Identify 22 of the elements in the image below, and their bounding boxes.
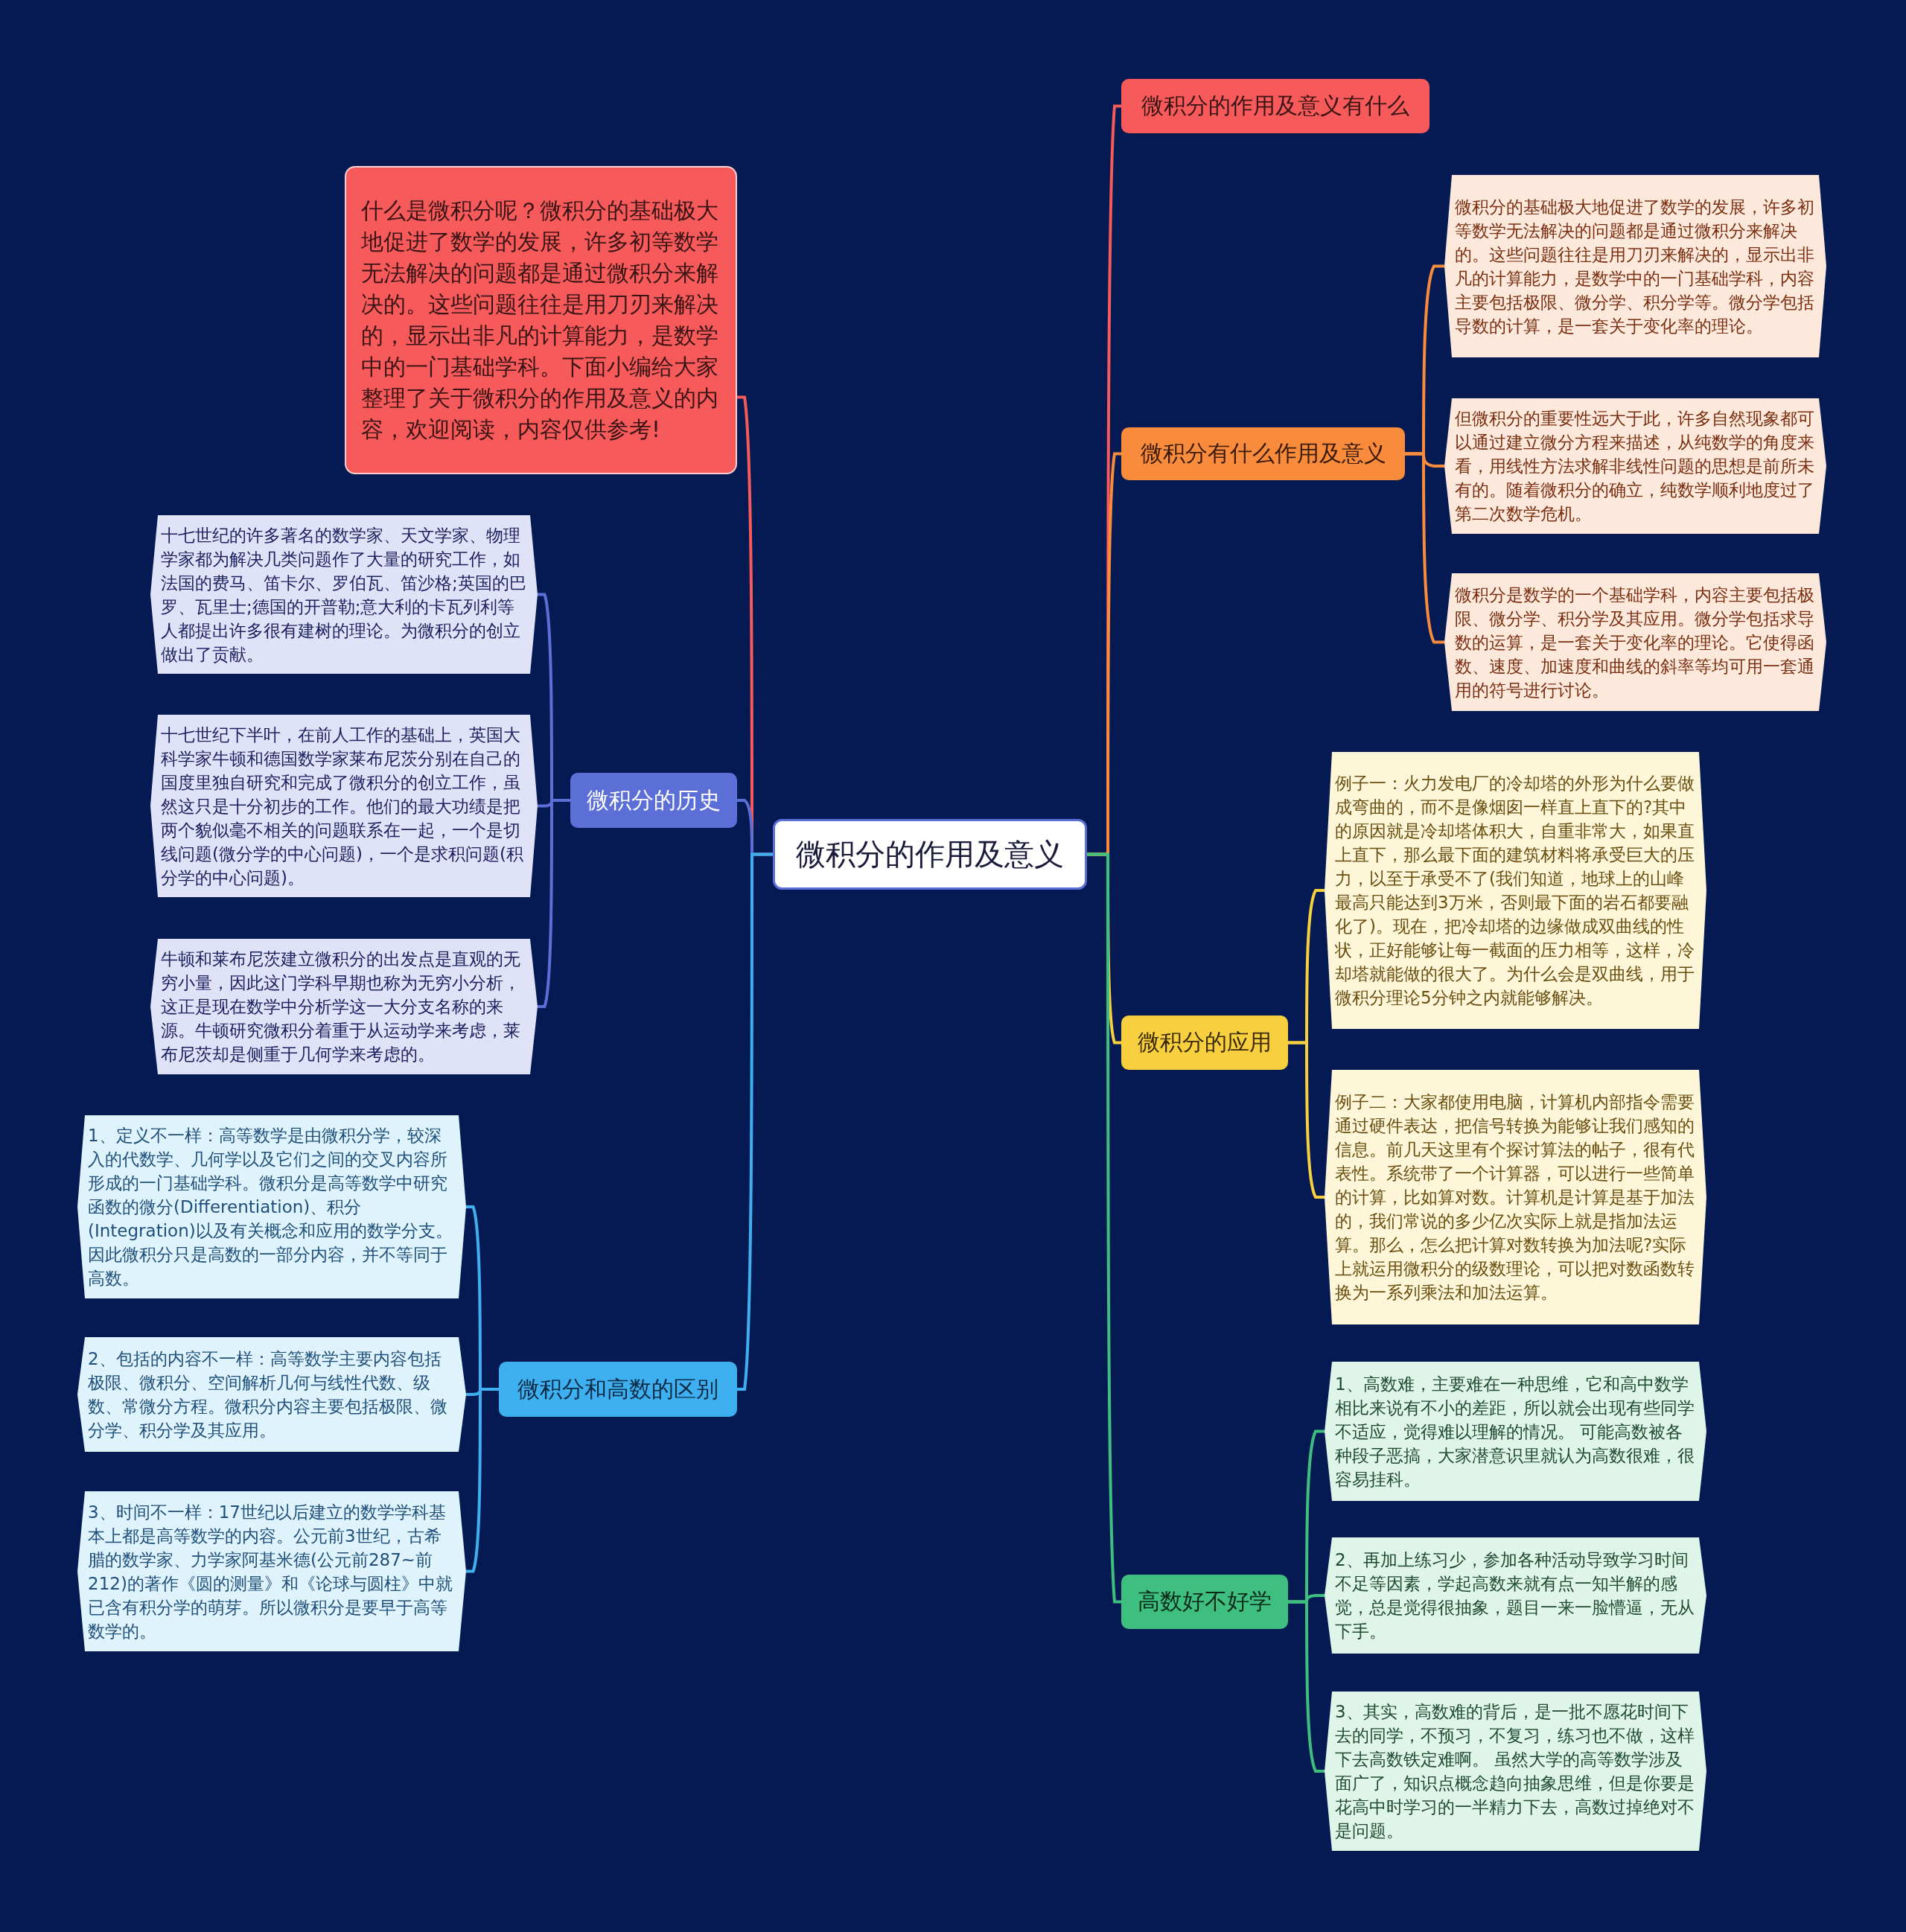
note-box: 十七世纪的许多著名的数学家、天文学家、物理学家都为解决几类问题作了大量的研究工作，如法国的费马、笛卡尔、罗伯瓦、笛沙格;英国的巴罗、瓦里士;德国的开普勒;意大利的卡瓦列利等人都提出许多很有建树的理论。为微积分的创立做出了贡献。 <box>150 515 538 674</box>
note-box: 2、再加上练习少，参加各种活动导致学习时间不足等因素，学起高数来就有点一知半解的感觉，总是觉得很抽象，题目一来一脸懵逼，无从下手。 <box>1325 1537 1706 1654</box>
note-box: 2、包括的内容不一样：高等数学主要内容包括极限、微积分、空间解析几何与线性代数、级数、常微分方程。微积分内容主要包括极限、微分学、积分学及其应用。 <box>77 1337 466 1452</box>
topic-box: 微积分和高数的区别 <box>499 1362 737 1417</box>
topic-box: 微积分的历史 <box>570 773 737 828</box>
note-box: 1、定义不一样：高等数学是由微积分学，较深入的代数学、几何学以及它们之间的交叉内容所形成的一门基础学科。微积分是高等数学中研究函数的微分(Differentiation)、积分(Integration)以及有关概念和应用的数学分支。因此微积分只是高数的一部分内容，并不等同于高数。 <box>77 1115 466 1298</box>
intro-box: 什么是微积分呢？微积分的基础极大地促进了数学的发展，许多初等数学无法解决的问题都是通过微积分来解决的。这些问题往往是用刀刃来解决的，显示出非凡的计算能力，是数学中的一门基础学科。下面小编给大家整理了关于微积分的作用及意义的内容，欢迎阅读，内容仅供参考! <box>345 166 737 474</box>
central-topic: 微积分的作用及意义 <box>773 819 1087 890</box>
note-box: 十七世纪下半叶，在前人工作的基础上，英国大科学家牛顿和德国数学家莱布尼茨分别在自己的国度里独自研究和完成了微积分的创立工作，虽然这只是十分初步的工作。他们的最大功绩是把两个貌似毫不相关的问题联系在一起，一个是切线问题(微分学的中心问题)，一个是求积问题(积分学的中心问题)。 <box>150 715 538 897</box>
note-box: 3、时间不一样：17世纪以后建立的数学学科基本上都是高等数学的内容。公元前3世纪，古希腊的数学家、力学家阿基米德(公元前287~前212)的著作《圆的测量》和《论球与圆柱》中就已含有积分学的萌芽。所以微积分是要早于高等数学的。 <box>77 1491 466 1651</box>
topic-box: 微积分有什么作用及意义 <box>1121 427 1405 480</box>
note-box: 但微积分的重要性远大于此，许多自然现象都可以通过建立微分方程来描述，从纯数学的角度来看，用线性方法求解非线性问题的思想是前所未有的。随着微积分的确立，纯数学顺利地度过了第二次数学危机。 <box>1444 398 1826 534</box>
topic-box: 微积分的应用 <box>1121 1016 1288 1070</box>
note-box: 例子二：大家都使用电脑，计算机内部指令需要通过硬件表达，把信号转换为能够让我们感知的信息。前几天这里有个探讨算法的帖子，很有代表性。系统带了一个计算器，可以进行一些简单的计算，比如算对数。计算机是计算是基于加法的，我们常说的多少亿次实际上就是指加法运算。那么，怎么把计算对数转换为加法呢?实际上就运用微积分的级数理论，可以把对数函数转换为一系列乘法和加法运算。 <box>1325 1070 1706 1324</box>
note-box: 1、高数难，主要难在一种思维，它和高中数学相比来说有不小的差距，所以就会出现有些同学不适应，觉得难以理解的情况。 可能高数被各种段子恶搞，大家潜意识里就认为高数很难，很容易挂科。 <box>1325 1362 1706 1501</box>
topic-box: 微积分的作用及意义有什么 <box>1121 79 1430 133</box>
note-box: 微积分是数学的一个基础学科，内容主要包括极限、微分学、积分学及其应用。微分学包括求导数的运算，是一套关于变化率的理论。它使得函数、速度、加速度和曲线的斜率等均可用一套通用的符号进行讨论。 <box>1444 573 1826 711</box>
note-box: 牛顿和莱布尼茨建立微积分的出发点是直观的无穷小量，因此这门学科早期也称为无穷小分析，这正是现在数学中分析学这一大分支名称的来源。牛顿研究微积分着重于从运动学来考虑，莱布尼茨却是侧重于几何学来考虑的。 <box>150 939 538 1074</box>
note-box: 微积分的基础极大地促进了数学的发展，许多初等数学无法解决的问题都是通过微积分来解决的。这些问题往往是用刀刃来解决的，显示出非凡的计算能力，是数学中的一门基础学科，内容主要包括极限、微分学、积分学等。微分学包括导数的计算，是一套关于变化率的理论。 <box>1444 175 1826 357</box>
note-box: 例子一：火力发电厂的冷却塔的外形为什么要做成弯曲的，而不是像烟囱一样直上直下的?其中的原因就是冷却塔体积大，自重非常大，如果直上直下，那么最下面的建筑材料将承受巨大的压力，以至于承受不了(我们知道，地球上的山峰最高只能达到3万米，否则最下面的岩石都要融化了)。现在，把冷却塔的边缘做成双曲线的性状，正好能够让每一截面的压力相等，这样，冷却塔就能做的很大了。为什么会是双曲线，用于微积分理论5分钟之内就能够解决。 <box>1325 752 1706 1029</box>
note-box: 3、其实，高数难的背后，是一批不愿花时间下去的同学，不预习，不复习，练习也不做，这样下去高数铁定难啊。 虽然大学的高等数学涉及面广了，知识点概念趋向抽象思维，但是你要是花高中时学习的一半精力下去，高数过掉绝对不是问题。 <box>1325 1692 1706 1851</box>
topic-box: 高数好不好学 <box>1121 1575 1288 1629</box>
